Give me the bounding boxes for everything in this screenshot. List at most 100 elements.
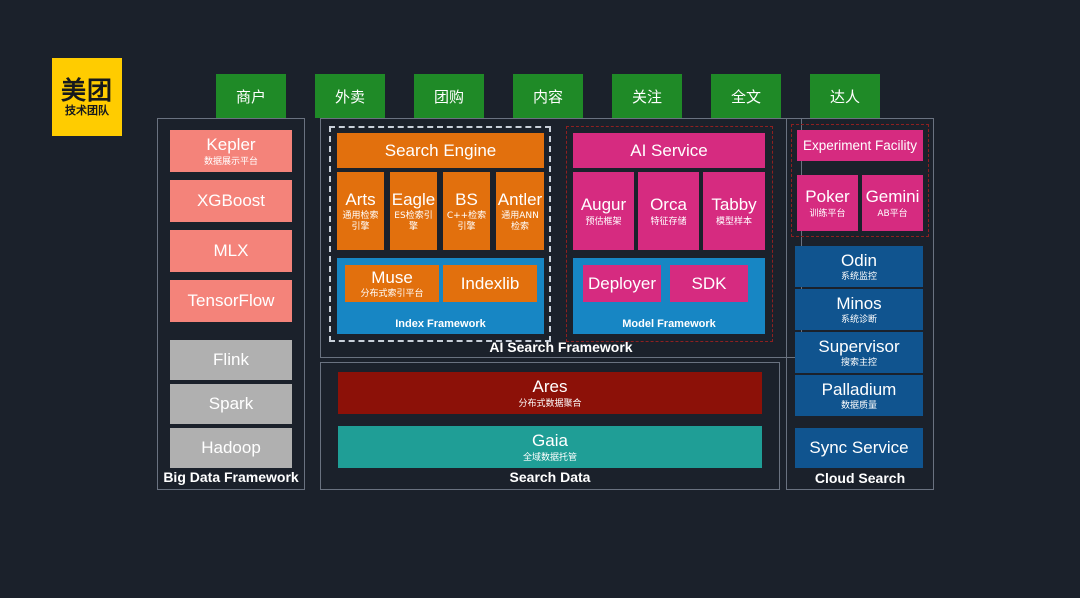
experiment-facility-header[interactable]: Experiment Facility <box>797 130 923 161</box>
chip-title: Supervisor <box>818 336 900 356</box>
ai-service-group <box>566 126 773 342</box>
chip-augur[interactable]: Augur 预估框架 <box>573 172 634 250</box>
ai-search-framework-label: AI Search Framework <box>489 339 633 355</box>
chip-subtitle: 特征存储 <box>650 216 687 227</box>
chip-title: Antler <box>497 189 543 209</box>
header-title: Search Engine <box>384 140 497 160</box>
chip-muse[interactable]: Muse 分布式索引平台 <box>345 265 439 302</box>
chip-title: Odin <box>841 250 877 270</box>
search-data-label: Search Data <box>509 469 591 485</box>
chip-title: XGBoost <box>196 191 266 211</box>
chip-title: Muse <box>371 267 413 287</box>
chip-subtitle: 预估框架 <box>585 216 622 227</box>
chip-gemini[interactable]: Gemini AB平台 <box>862 175 923 231</box>
chip-title: BS <box>455 189 478 209</box>
chip-title: Palladium <box>821 379 897 399</box>
header-title: AI Service <box>630 140 708 160</box>
tab-merchant[interactable]: 商户 <box>216 74 286 118</box>
chip-title: Poker <box>805 187 850 207</box>
logo-main-text: 美团 <box>60 76 113 105</box>
chip-subtitle: AB平台 <box>877 208 908 219</box>
chip-subtitle: 训练平台 <box>809 208 846 219</box>
chip-tabby[interactable]: Tabby 模型样本 <box>703 172 765 250</box>
ai-search-framework-panel <box>320 118 802 358</box>
tab-follow[interactable]: 关注 <box>612 74 682 118</box>
chip-eagle[interactable]: Eagle ES检索引擎 <box>390 172 437 250</box>
meituan-tech-team-logo: 美团 技术团队 <box>52 58 122 136</box>
chip-title: Tabby <box>711 195 757 215</box>
chip-spark[interactable]: Spark <box>170 384 292 424</box>
tab-group-buy[interactable]: 团购 <box>414 74 484 118</box>
chip-odin[interactable]: Odin 系统监控 <box>795 246 923 287</box>
big-data-framework-label: Big Data Framework <box>163 469 299 485</box>
chip-title: Ares <box>532 377 568 397</box>
chip-title: TensorFlow <box>187 291 275 311</box>
search-engine-group <box>329 126 551 342</box>
chip-subtitle: ES检索引擎 <box>394 211 433 232</box>
chip-subtitle: 模型样本 <box>715 216 752 227</box>
chip-subtitle: 数据质量 <box>840 401 877 412</box>
chip-minos[interactable]: Minos 系统诊断 <box>795 289 923 330</box>
chip-ares[interactable]: Ares 分布式数据聚合 <box>338 372 762 414</box>
chip-flink[interactable]: Flink <box>170 340 292 380</box>
chip-sync-service[interactable]: Sync Service <box>795 428 923 468</box>
chip-title: Spark <box>208 394 254 414</box>
chip-title: SDK <box>691 273 727 293</box>
chip-arts[interactable]: Arts 通用检索引擎 <box>337 172 384 250</box>
tab-full-text[interactable]: 全文 <box>711 74 781 118</box>
scenario-tab-bar: 商户 外卖 团购 内容 关注 全文 达人 <box>216 74 900 118</box>
chip-subtitle: 分布式数据聚合 <box>518 398 582 409</box>
tab-talent[interactable]: 达人 <box>810 74 880 118</box>
chip-title: MLX <box>213 241 249 261</box>
chip-deployer[interactable]: Deployer <box>583 265 661 302</box>
ai-service-header[interactable]: AI Service <box>573 133 765 168</box>
chip-title: Gaia <box>532 431 568 451</box>
chip-orca[interactable]: Orca 特征存储 <box>638 172 699 250</box>
chip-hadoop[interactable]: Hadoop <box>170 428 292 468</box>
chip-kepler[interactable]: Kepler 数据展示平台 <box>170 130 292 172</box>
chip-subtitle: 搜索主控 <box>840 358 877 369</box>
big-data-framework-panel <box>157 118 305 490</box>
chip-title: Augur <box>580 195 627 215</box>
chip-xgboost[interactable]: XGBoost <box>170 180 292 222</box>
chip-tensorflow[interactable]: TensorFlow <box>170 280 292 322</box>
chip-title: Kepler <box>206 135 256 155</box>
chip-title: Hadoop <box>201 438 261 458</box>
chip-subtitle: 数据展示平台 <box>203 156 258 167</box>
chip-bs[interactable]: BS C++检索引擎 <box>443 172 490 250</box>
chip-poker[interactable]: Poker 训练平台 <box>797 175 858 231</box>
chip-title: Deployer <box>587 273 657 293</box>
chip-mlx[interactable]: MLX <box>170 230 292 272</box>
chip-subtitle: 分布式索引平台 <box>360 289 424 300</box>
chip-sdk[interactable]: SDK <box>670 265 748 302</box>
chip-title: Indexlib <box>460 273 520 293</box>
search-data-panel <box>320 362 780 490</box>
chip-supervisor[interactable]: Supervisor 搜索主控 <box>795 332 923 373</box>
chip-title: Minos <box>836 293 882 313</box>
chip-subtitle: 系统监控 <box>840 272 877 283</box>
chip-palladium[interactable]: Palladium 数据质量 <box>795 375 923 416</box>
chip-subtitle: 全域数据托管 <box>522 452 577 463</box>
chip-title: Sync Service <box>809 438 909 458</box>
tab-content[interactable]: 内容 <box>513 74 583 118</box>
chip-title: Gemini <box>865 187 920 207</box>
search-engine-header[interactable]: Search Engine <box>337 133 544 168</box>
chip-subtitle: 通用检索引擎 <box>342 211 379 232</box>
tab-takeaway[interactable]: 外卖 <box>315 74 385 118</box>
chip-subtitle: 通用ANN检索 <box>501 211 539 232</box>
index-framework-label: Index Framework <box>395 318 486 330</box>
chip-title: Eagle <box>391 189 436 209</box>
experiment-facility-group <box>791 124 929 237</box>
chip-title: Flink <box>213 350 249 370</box>
chip-indexlib[interactable]: Indexlib <box>443 265 537 302</box>
chip-subtitle: C++检索引擎 <box>446 211 487 232</box>
chip-title: Arts <box>345 189 376 209</box>
model-framework-label: Model Framework <box>622 318 716 330</box>
chip-gaia[interactable]: Gaia 全域数据托管 <box>338 426 762 468</box>
chip-title: Orca <box>650 195 687 215</box>
chip-antler[interactable]: Antler 通用ANN检索 <box>496 172 544 250</box>
chip-subtitle: 系统诊断 <box>840 315 877 326</box>
cloud-search-label: Cloud Search <box>814 470 906 486</box>
cloud-search-panel <box>786 118 934 490</box>
